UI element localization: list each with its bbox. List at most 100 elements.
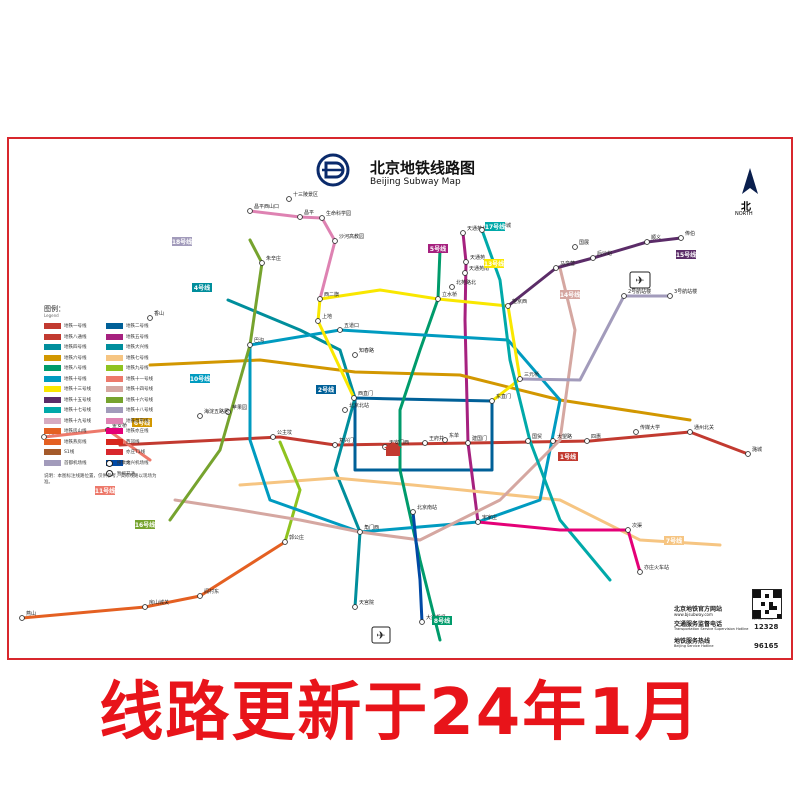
- station-marker[interactable]: [197, 593, 203, 599]
- website-label: 北京地铁官方网站: [674, 606, 723, 613]
- line-badge: [95, 486, 115, 495]
- station-marker[interactable]: [633, 429, 639, 435]
- station-label: 2号航站楼: [628, 288, 651, 295]
- legend-swatch: [106, 344, 123, 350]
- station-marker[interactable]: [357, 529, 363, 535]
- station-marker[interactable]: [410, 509, 416, 515]
- line-badge-label: 7号线: [666, 537, 682, 545]
- station-marker[interactable]: [505, 303, 511, 309]
- legend-item: 地铁十七号线: [44, 406, 91, 414]
- station-marker[interactable]: [419, 619, 425, 625]
- station-marker[interactable]: [352, 604, 358, 610]
- station-marker[interactable]: [435, 296, 441, 302]
- legend-symbol-label: 暂缓开通: [117, 471, 135, 477]
- station-marker[interactable]: [667, 293, 673, 299]
- station-marker[interactable]: [678, 235, 684, 241]
- station-marker[interactable]: [572, 244, 578, 250]
- station-marker[interactable]: [142, 604, 148, 610]
- station-marker[interactable]: [319, 215, 325, 221]
- station-marker[interactable]: [687, 429, 693, 435]
- station-label: 知春路: [359, 347, 374, 354]
- station-marker[interactable]: [637, 569, 643, 575]
- station-label: 天通苑北: [467, 225, 487, 232]
- station-label: 郭公庄: [289, 534, 304, 541]
- station-label: 苹果园: [232, 404, 247, 411]
- station-marker[interactable]: [286, 196, 292, 202]
- legend-item: 西郊线: [106, 438, 140, 446]
- station-marker[interactable]: [270, 434, 276, 440]
- station-marker[interactable]: [525, 438, 531, 444]
- station-marker[interactable]: [460, 230, 466, 236]
- station-marker[interactable]: [422, 440, 428, 446]
- station-marker[interactable]: [147, 315, 153, 321]
- legend-swatch: [44, 365, 61, 371]
- station-label: 西直门: [358, 390, 373, 397]
- station-marker[interactable]: [317, 296, 323, 302]
- legend-swatch: [106, 459, 123, 466]
- line-badge: [664, 536, 684, 545]
- station-label: 国展: [579, 240, 589, 246]
- line-badge: [432, 616, 452, 625]
- station-marker[interactable]: [337, 327, 343, 333]
- subway-line-path: [278, 440, 302, 544]
- station-marker[interactable]: [644, 239, 650, 245]
- subway-line-path: [20, 540, 287, 620]
- subway-line-path: [173, 266, 577, 542]
- station-marker[interactable]: [19, 615, 25, 621]
- legend-label: 地铁十五号线: [64, 397, 91, 403]
- station-marker[interactable]: [342, 407, 348, 413]
- station-marker[interactable]: [590, 255, 596, 261]
- station-marker[interactable]: [745, 451, 751, 457]
- station-marker[interactable]: [282, 539, 288, 545]
- station-marker[interactable]: [449, 284, 455, 290]
- legend-item: 地铁五号线: [106, 333, 149, 341]
- station-marker[interactable]: [297, 214, 303, 220]
- legend-note: 说明：本图标注线路位置，仅供参考，实际线路以现场为准。: [44, 474, 157, 485]
- station-label: 俸伯: [685, 230, 695, 237]
- station-marker[interactable]: [550, 438, 556, 444]
- station-marker[interactable]: [465, 440, 471, 446]
- station-marker[interactable]: [352, 352, 358, 358]
- station-marker[interactable]: [315, 318, 321, 324]
- subway-line-path: [238, 476, 722, 547]
- station-label: 望京西: [512, 298, 527, 305]
- station-marker[interactable]: [489, 398, 495, 404]
- line-badge: [132, 418, 152, 427]
- legend-swatch: [106, 428, 123, 434]
- station-marker[interactable]: [41, 434, 47, 440]
- subway-line-path: [168, 238, 264, 522]
- station-label: 大望路: [557, 433, 572, 440]
- line-badge-label: 10号线: [190, 375, 210, 383]
- legend-swatch: [106, 365, 123, 371]
- station-marker[interactable]: [621, 293, 627, 299]
- subway-line-path: [518, 294, 672, 382]
- legend-item: 地铁十五号线: [44, 396, 91, 404]
- station-marker[interactable]: [197, 413, 203, 419]
- station-label: 北京北站: [349, 402, 369, 409]
- station-marker[interactable]: [625, 527, 631, 533]
- legend-label: 地铁二号线: [126, 324, 149, 329]
- station-marker[interactable]: [462, 270, 468, 276]
- station-marker[interactable]: [247, 208, 253, 214]
- station-marker[interactable]: [517, 376, 523, 382]
- station-marker[interactable]: [259, 260, 265, 266]
- station-label: 立水桥: [442, 291, 457, 298]
- station-marker[interactable]: [332, 442, 338, 448]
- station-marker[interactable]: [475, 519, 481, 525]
- subway-line-path: [353, 396, 494, 472]
- legend-label: 首都机场线: [64, 460, 87, 466]
- station-marker[interactable]: [225, 409, 231, 415]
- station-marker[interactable]: [351, 395, 357, 401]
- station-marker[interactable]: [584, 438, 590, 444]
- qr-code[interactable]: [752, 589, 782, 619]
- station-marker[interactable]: [442, 437, 448, 443]
- station-marker[interactable]: [463, 259, 469, 265]
- station-label: 阎村东: [204, 588, 219, 595]
- legend-swatch: [44, 375, 61, 382]
- station-marker[interactable]: [479, 227, 485, 233]
- station-marker[interactable]: [332, 238, 338, 244]
- station-marker[interactable]: [247, 342, 253, 348]
- legend-label: 西郊线: [126, 439, 140, 445]
- station-marker[interactable]: [553, 265, 559, 271]
- line-badge: [190, 374, 210, 383]
